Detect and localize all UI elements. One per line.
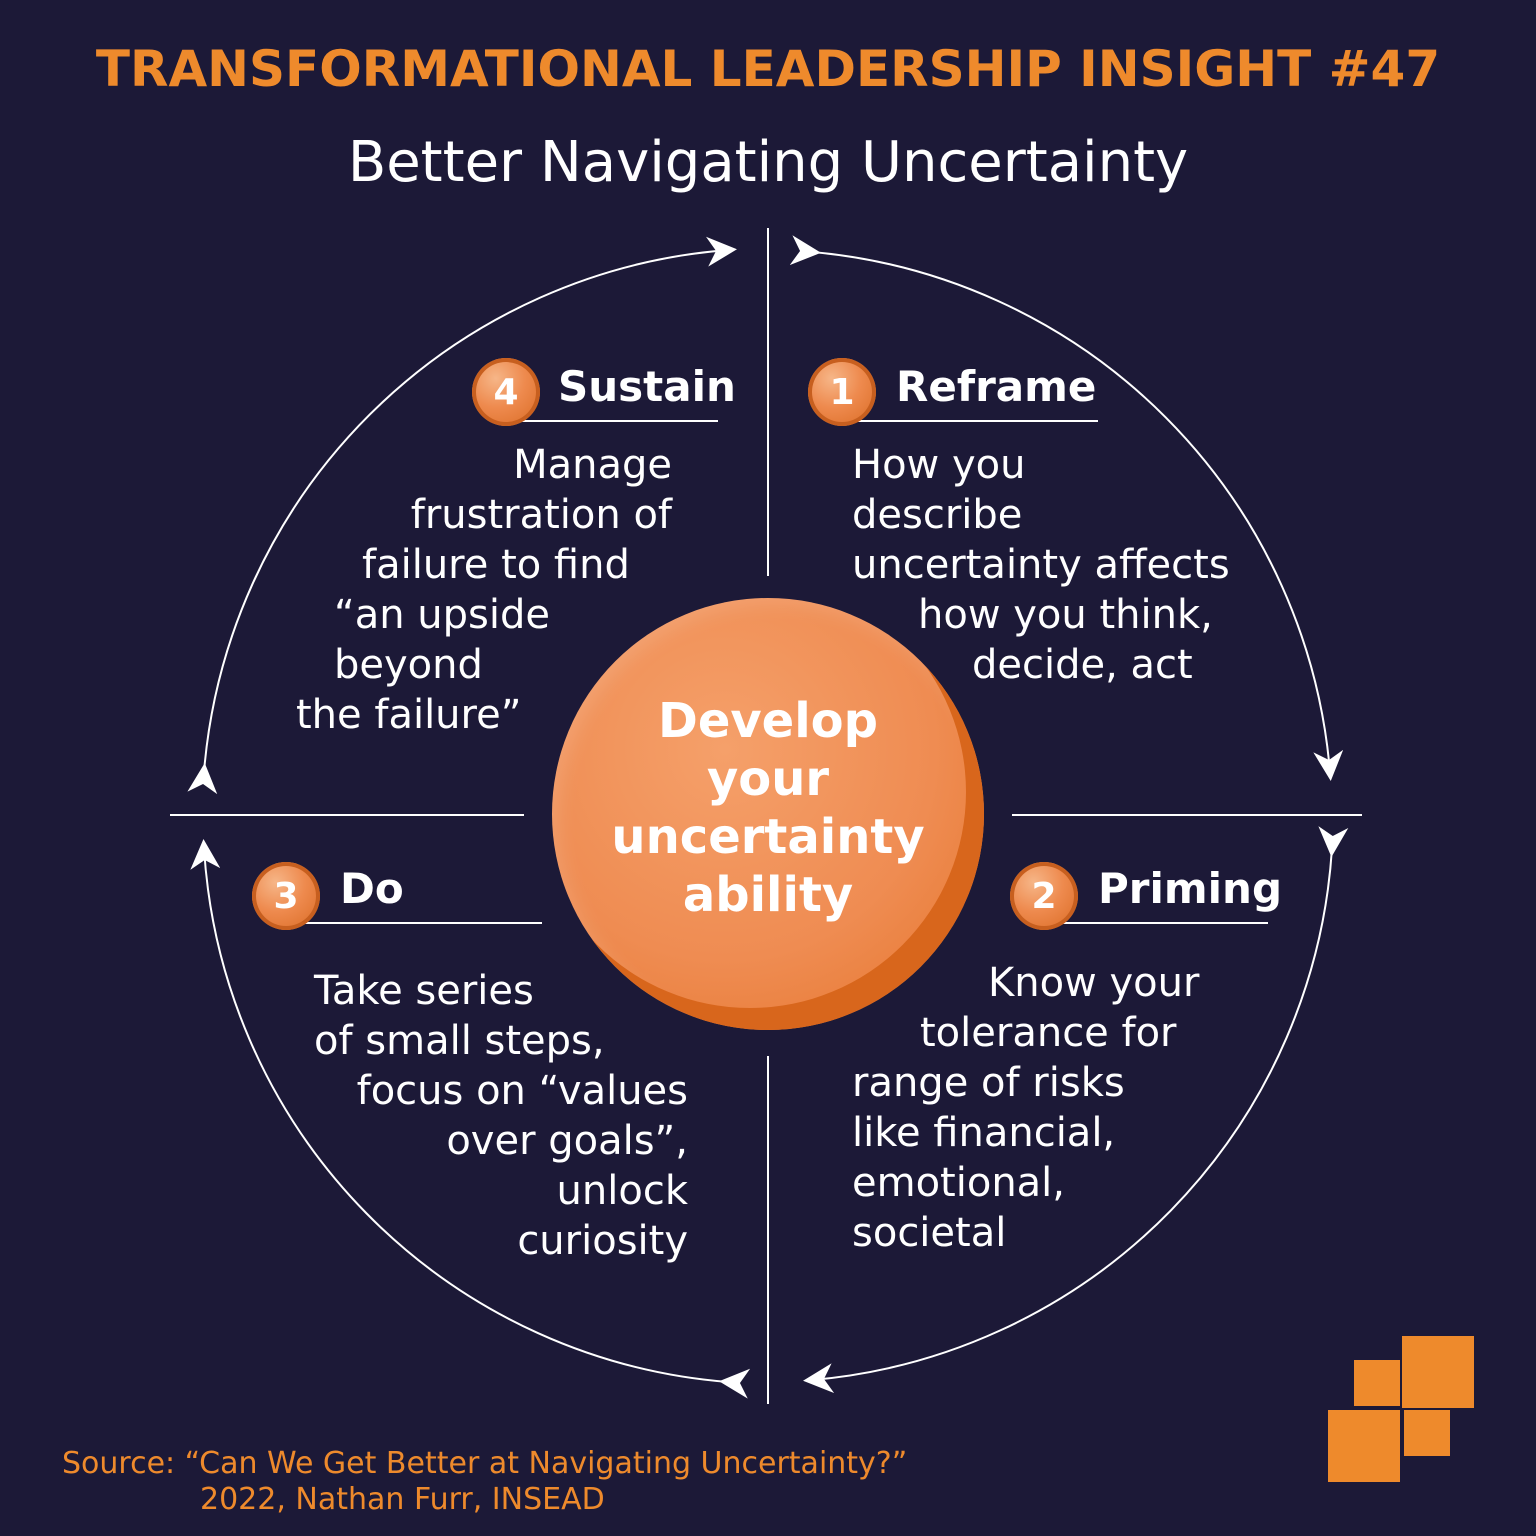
page-title: TRANSFORMATIONAL LEADERSHIP INSIGHT #47	[95, 40, 1441, 98]
step-4-line: failure to find	[362, 542, 630, 588]
logo-square	[1402, 1336, 1474, 1408]
step-4-description: Manage frustration of failure to find “a…	[296, 440, 672, 740]
source-line-1: Source: “Can We Get Better at Navigating…	[62, 1446, 908, 1481]
step-4-line: the failure”	[296, 692, 522, 738]
step-4-title: Sustain	[558, 362, 736, 411]
step-2-line: tolerance for	[920, 1010, 1177, 1056]
step-3-line: Take series	[314, 968, 534, 1014]
step-2-badge: 2	[1010, 862, 1078, 930]
step-3-line: curiosity	[517, 1218, 688, 1264]
step-2-line: emotional,	[852, 1160, 1066, 1206]
logo-square	[1354, 1360, 1400, 1406]
center-circle	[552, 598, 984, 1030]
step-4-line: “an upside	[334, 592, 550, 638]
step-2-title: Priming	[1098, 864, 1283, 913]
step-4-badge: 4	[472, 358, 540, 426]
logo-square	[1404, 1410, 1450, 1456]
arc-bottom-left	[190, 839, 751, 1399]
step-1-title: Reframe	[896, 362, 1097, 411]
step-3-line: unlock	[556, 1168, 688, 1214]
step-4-line: Manage	[513, 442, 672, 488]
step-3-title: Do	[340, 864, 404, 913]
source-citation: Source: “Can We Get Better at Navigating…	[62, 1446, 907, 1518]
logo-square	[1328, 1410, 1400, 1482]
center-line: ability	[682, 867, 854, 923]
step-4-line: beyond	[334, 642, 483, 688]
step-1-line: how you think,	[918, 592, 1213, 638]
step-1-line: uncertainty affects	[852, 542, 1230, 588]
center-label: Develop your uncertainty ability	[552, 692, 984, 924]
center-line: uncertainty	[611, 809, 925, 865]
step-3-line: focus on “values	[356, 1068, 688, 1114]
step-1-line: describe	[852, 492, 1023, 538]
step-3-line: of small steps,	[314, 1018, 605, 1064]
center-line: your	[706, 751, 830, 807]
step-3-description: Take series of small steps, focus on “va…	[314, 966, 688, 1266]
step-2-line: societal	[852, 1210, 1007, 1256]
step-1-line: How you	[852, 442, 1026, 488]
arc-top-right	[789, 235, 1344, 781]
step-1-badge: 1	[808, 358, 876, 426]
step-2-description: Know your tolerance for range of risks l…	[852, 958, 1199, 1258]
center-line: Develop	[657, 693, 879, 749]
step-2-line: Know your	[988, 960, 1200, 1006]
step-2-line: range of risks	[852, 1060, 1125, 1106]
arc-top-left	[187, 236, 737, 795]
step-3-badge: 3	[252, 862, 320, 930]
step-2-line: like financial,	[852, 1110, 1116, 1156]
arc-bottom-right	[803, 826, 1349, 1394]
step-1-line: decide, act	[972, 642, 1193, 688]
step-1-description: How you describe uncertainty affects how…	[852, 440, 1230, 690]
page-subtitle: Better Navigating Uncertainty	[347, 130, 1189, 195]
step-4-line: frustration of	[410, 492, 672, 538]
step-3-line: over goals”,	[446, 1118, 688, 1164]
source-line-2: 2022, Nathan Furr, INSEAD	[200, 1482, 605, 1517]
